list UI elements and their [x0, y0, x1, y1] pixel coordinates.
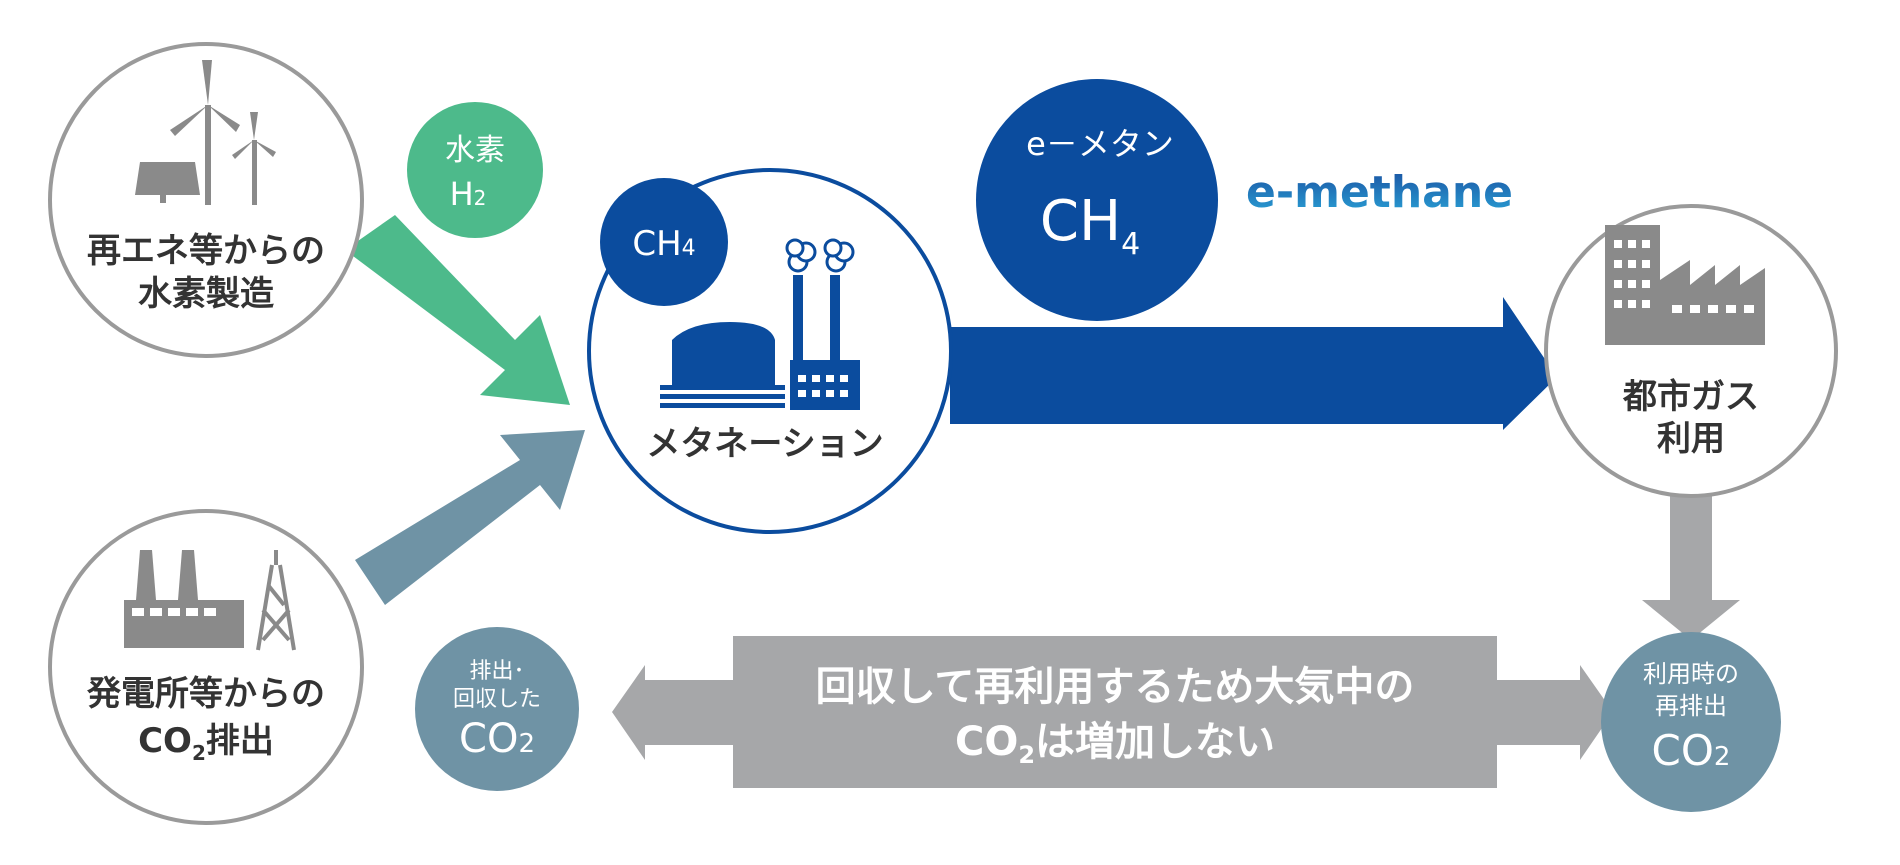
hydrogen-arrow — [345, 215, 570, 405]
reemitted-co2-line1: 利用時の — [1643, 660, 1739, 688]
captured-co2-line1: 排出･ — [469, 659, 524, 684]
hydrogen-formula: H2 — [450, 175, 487, 213]
hydrogen-label: 水素 — [445, 133, 505, 168]
power-plant-co2-node: 発電所等からの CO2排出 — [48, 509, 364, 825]
power-co2-line1: 発電所等からの — [87, 674, 325, 714]
renewable-h2-line1: 再エネ等からの — [87, 231, 325, 271]
e-methane-flow-arrow — [950, 297, 1557, 430]
methanation-plant-icon — [660, 275, 860, 410]
hydrogen-node: 水素 H2 — [407, 102, 543, 238]
renewable-h2-line2: 水素製造 — [138, 274, 274, 314]
city-buildings-icon — [1605, 225, 1765, 345]
city-gas-line1: 都市ガス — [1622, 377, 1759, 417]
city-gas-line2: 利用 — [1657, 419, 1725, 459]
message-line1: 回収して再利用するため大気中の — [816, 664, 1415, 710]
reemission-arrow — [1642, 470, 1740, 640]
captured-co2-line2: 回収した — [453, 687, 541, 712]
renewable-h2-node: 再エネ等からの 水素製造 — [48, 42, 364, 358]
e-methane-label: e－メタン — [1026, 125, 1174, 163]
methanation-ch4-badge: CH4 — [632, 224, 695, 264]
co2-arrow — [355, 430, 585, 605]
reemitted-co2-node: 利用時の 再排出 CO2 — [1601, 632, 1781, 812]
e-methane-formula: CH4 — [1040, 189, 1140, 262]
message-box — [733, 636, 1497, 788]
reemitted-co2-line2: 再排出 — [1655, 692, 1727, 720]
wind-turbine-icon — [170, 60, 276, 205]
factory-icon — [124, 550, 244, 648]
e-methane-logo: e-methane — [1246, 167, 1513, 218]
e-methane-node: e－メタン CH4 — [976, 79, 1218, 321]
reemitted-co2-formula: CO2 — [1652, 726, 1731, 775]
methanation-label: メタネーション — [646, 424, 883, 464]
solar-panel-icon — [135, 162, 200, 203]
power-co2-line2: CO2排出 — [138, 721, 274, 765]
transmission-tower-icon — [256, 550, 296, 651]
message-line2: CO2は増加しない — [955, 719, 1275, 769]
city-gas-node: 都市ガス 利用 — [1544, 204, 1838, 498]
captured-co2-formula: CO2 — [459, 716, 535, 762]
methanation-node: メタネーション CH4 — [587, 168, 953, 534]
captured-co2-node: 排出･ 回収した CO2 — [415, 627, 579, 791]
smoke-icon — [785, 238, 855, 273]
